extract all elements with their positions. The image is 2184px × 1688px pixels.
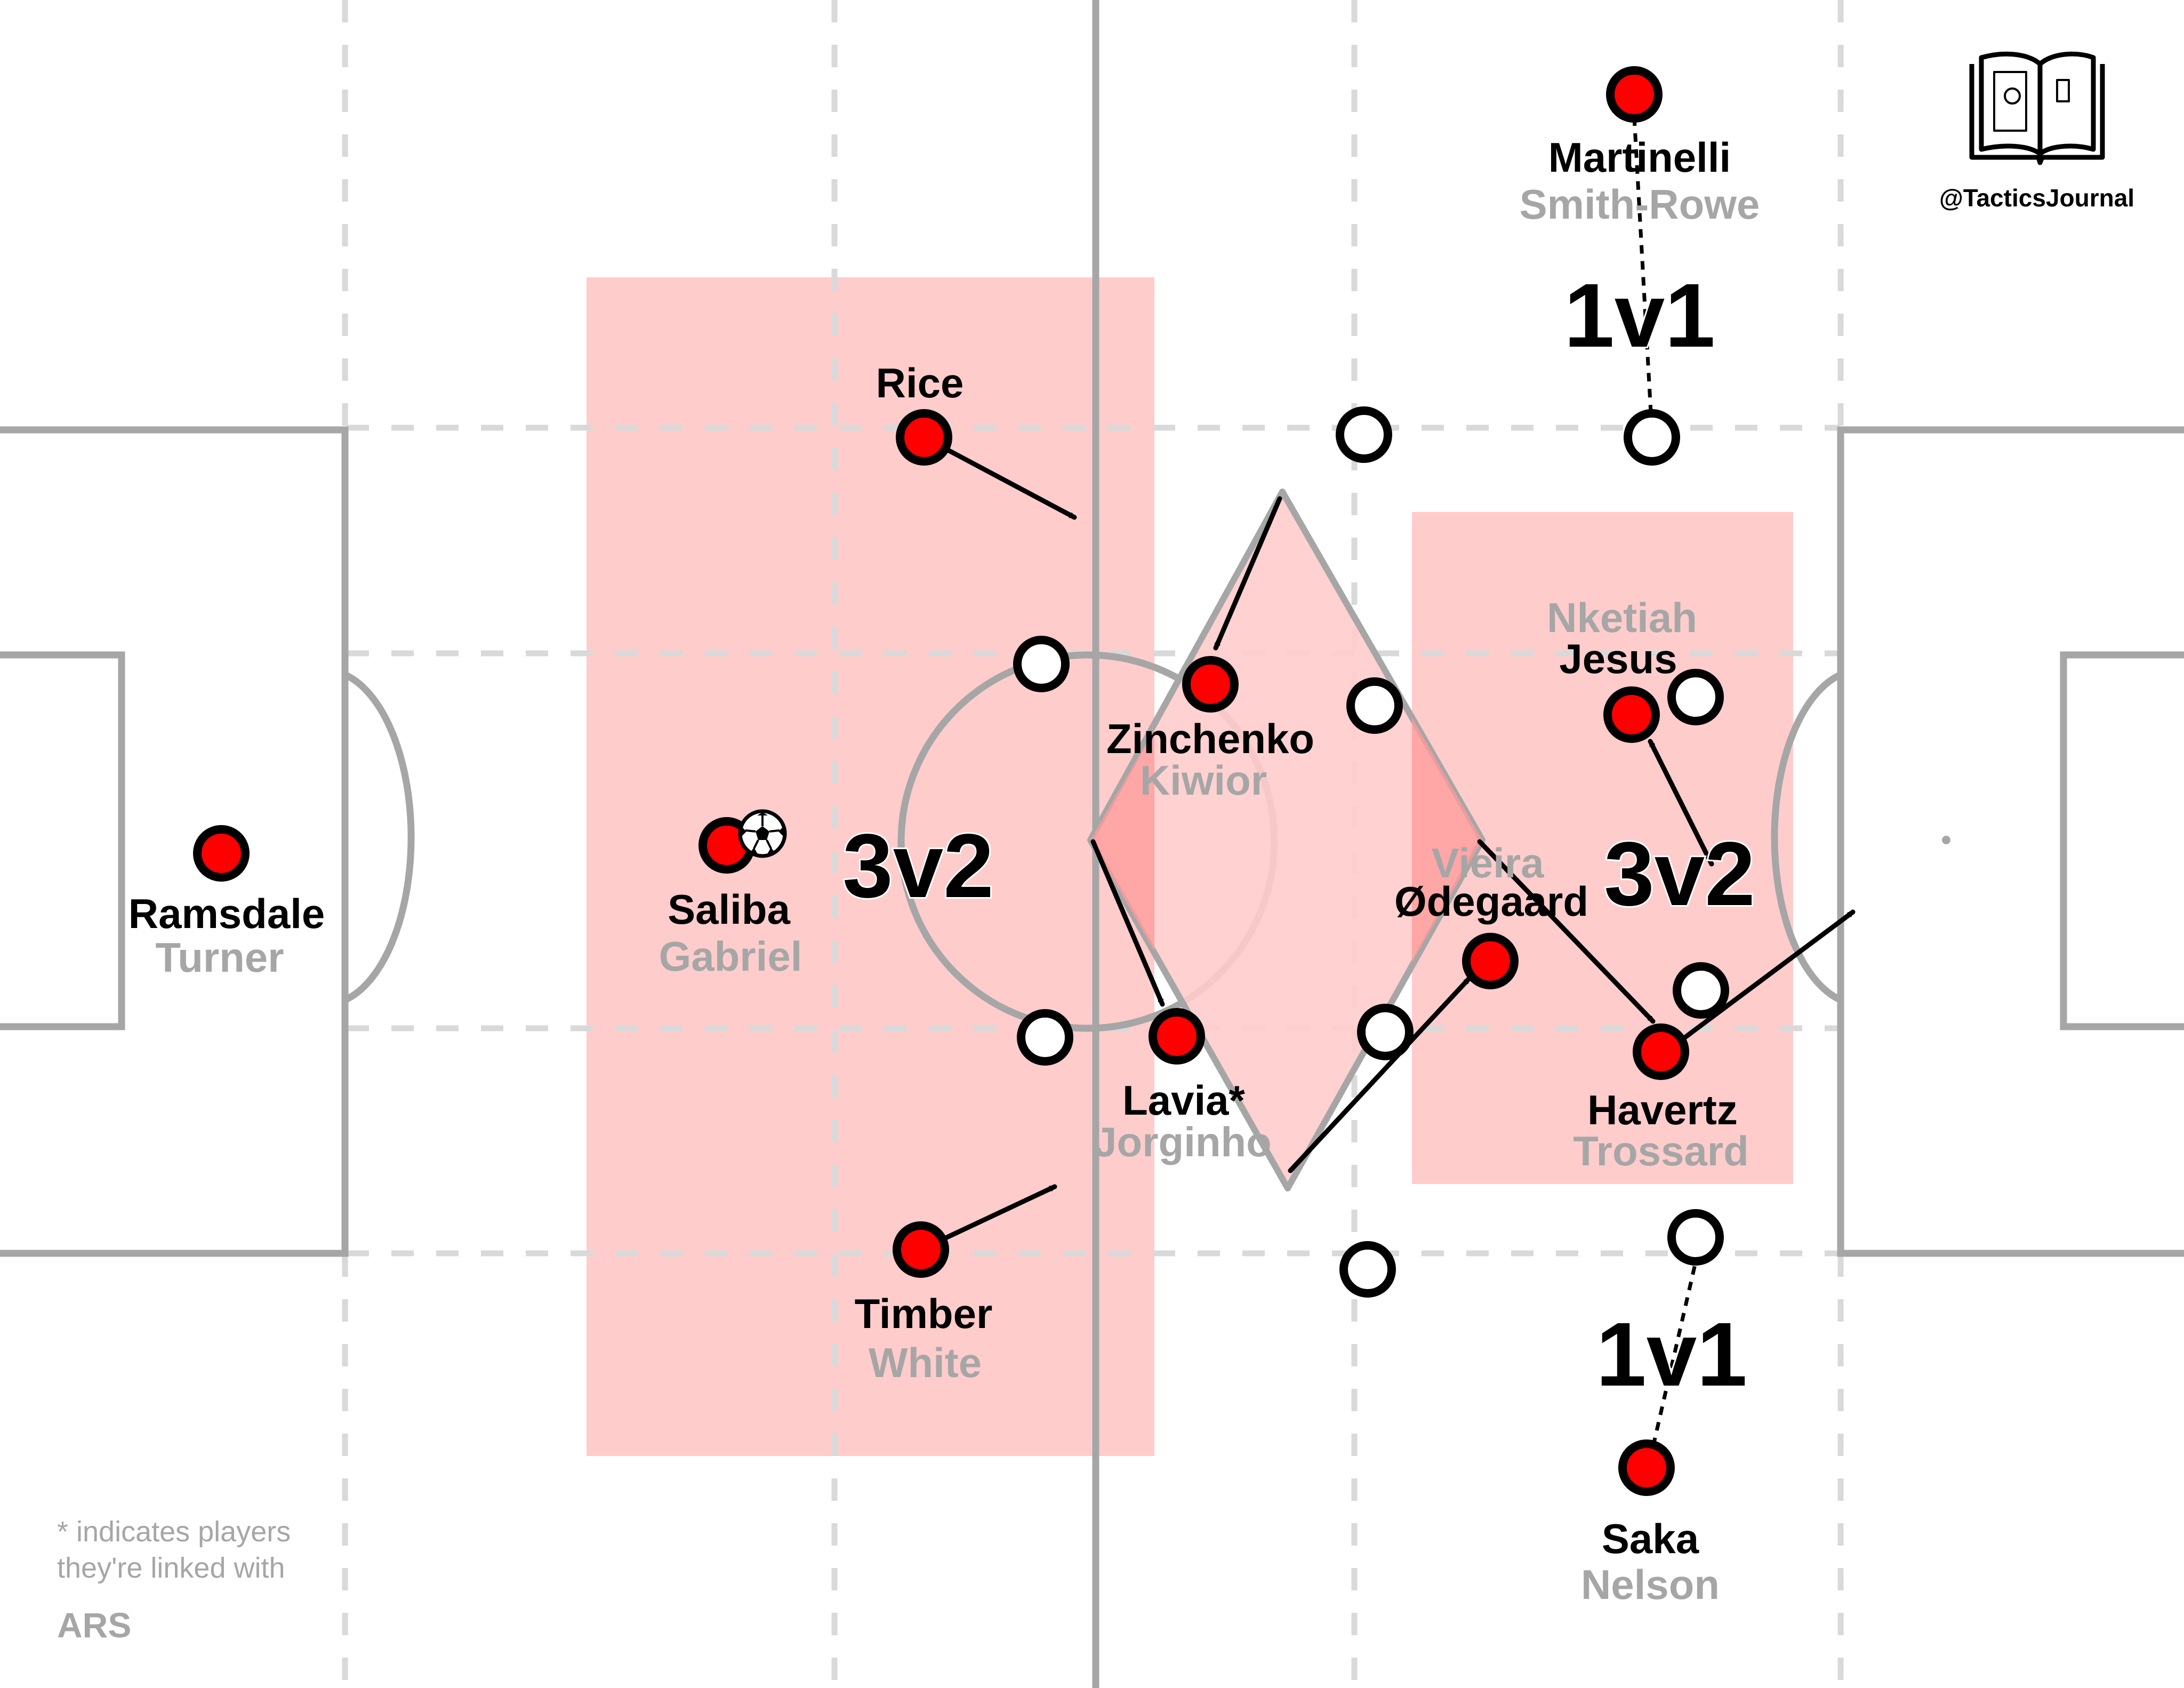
movement-arrows: [918, 435, 1856, 1252]
alt-label-martinelli: Smith-Rowe: [1520, 181, 1760, 228]
name-label-saliba: Saliba: [668, 886, 790, 933]
opponent-player: [1336, 406, 1392, 463]
name-label-ramsdale: Ramsdale: [129, 890, 325, 937]
opponent-player: [1673, 962, 1729, 1019]
overload-label-left: 3v2: [842, 815, 994, 917]
player-labels: Martinelli Smith-Rowe Rice Nketiah Jesus…: [129, 134, 1760, 1608]
open-book-pitch-icon: [1969, 51, 2105, 165]
player-rice: [896, 409, 952, 466]
player-timber: [893, 1221, 949, 1278]
name-label-rice: Rice: [876, 359, 964, 406]
player-odegaard: [1462, 933, 1519, 989]
name-label-zinchenko: Zinchenko: [1106, 715, 1314, 762]
lavia-run-arrow: [1090, 839, 1165, 1007]
alt-label-jesus: Nketiah: [1547, 594, 1697, 641]
name-label-havertz: Havertz: [1587, 1086, 1738, 1133]
alt-label-lavia: Jorginho: [1094, 1118, 1272, 1165]
diamond-overlap-right: [1412, 717, 1482, 963]
footnote-line-2: they're linked with: [57, 1552, 285, 1584]
opponent-player: [1339, 1241, 1396, 1298]
name-label-saka: Saka: [1602, 1515, 1699, 1562]
vieira-run-arrow: [1477, 839, 1656, 1024]
alt-label-saka: Nelson: [1581, 1561, 1720, 1608]
player-martinelli: [1606, 66, 1663, 123]
opponent-player: [1357, 1004, 1414, 1060]
opponent-player: [1667, 669, 1724, 725]
opponent-player: [1346, 677, 1403, 734]
jesus-run-arrow: [1648, 739, 1714, 867]
martinelli-marking-link: [1632, 117, 1653, 422]
name-label-jesus: Jesus: [1559, 635, 1677, 682]
player-lavia: [1149, 1008, 1205, 1065]
vertical-channel-lines: [342, 0, 1844, 1688]
opponent-players: [1013, 406, 1729, 1298]
alt-label-zinchenko: Kiwior: [1140, 757, 1267, 804]
alt-label-saliba: Gabriel: [659, 933, 802, 980]
player-zinchenko: [1182, 656, 1239, 713]
author-handle: @TacticsJournal: [1939, 184, 2134, 212]
arsenal-players: [193, 66, 1689, 1496]
diamond-overlap-left: [1090, 729, 1154, 951]
overload-label-wide-bottom: 1v1: [1596, 1304, 1747, 1405]
footnote-line-1: * indicates players: [57, 1516, 291, 1548]
saka-marking-link: [1648, 1250, 1700, 1459]
left-overload-zone: [587, 277, 1154, 1456]
name-label-odegaard: Ødegaard: [1394, 878, 1588, 925]
opponent-player: [1624, 409, 1680, 466]
rice-run-arrow: [921, 435, 1077, 520]
opponent-player: [1667, 1209, 1724, 1266]
overload-label-wide-top: 1v1: [1564, 265, 1715, 366]
overload-label-right: 3v2: [1604, 823, 1755, 925]
player-saka: [1618, 1439, 1675, 1496]
opponent-player: [1013, 636, 1070, 692]
name-label-timber: Timber: [855, 1290, 993, 1337]
havertz-run-arrow: [1661, 909, 1856, 1056]
name-label-martinelli: Martinelli: [1548, 134, 1731, 181]
opponent-player: [1017, 1009, 1073, 1066]
odegaard-run-arrow: [1288, 976, 1472, 1173]
alt-label-havertz: Trossard: [1573, 1127, 1748, 1174]
alt-label-odegaard: Vieira: [1431, 839, 1544, 886]
player-jesus: [1603, 686, 1660, 743]
alt-label-ramsdale: Turner: [155, 934, 284, 981]
soccer-ball-icon: [738, 809, 787, 858]
name-label-lavia: Lavia*: [1122, 1077, 1245, 1124]
player-havertz: [1633, 1023, 1689, 1080]
team-label: ARS: [57, 1605, 131, 1645]
zinchenko-run-arrow: [1213, 496, 1282, 651]
player-ramsdale: [193, 825, 250, 882]
alt-label-timber: White: [869, 1339, 982, 1386]
